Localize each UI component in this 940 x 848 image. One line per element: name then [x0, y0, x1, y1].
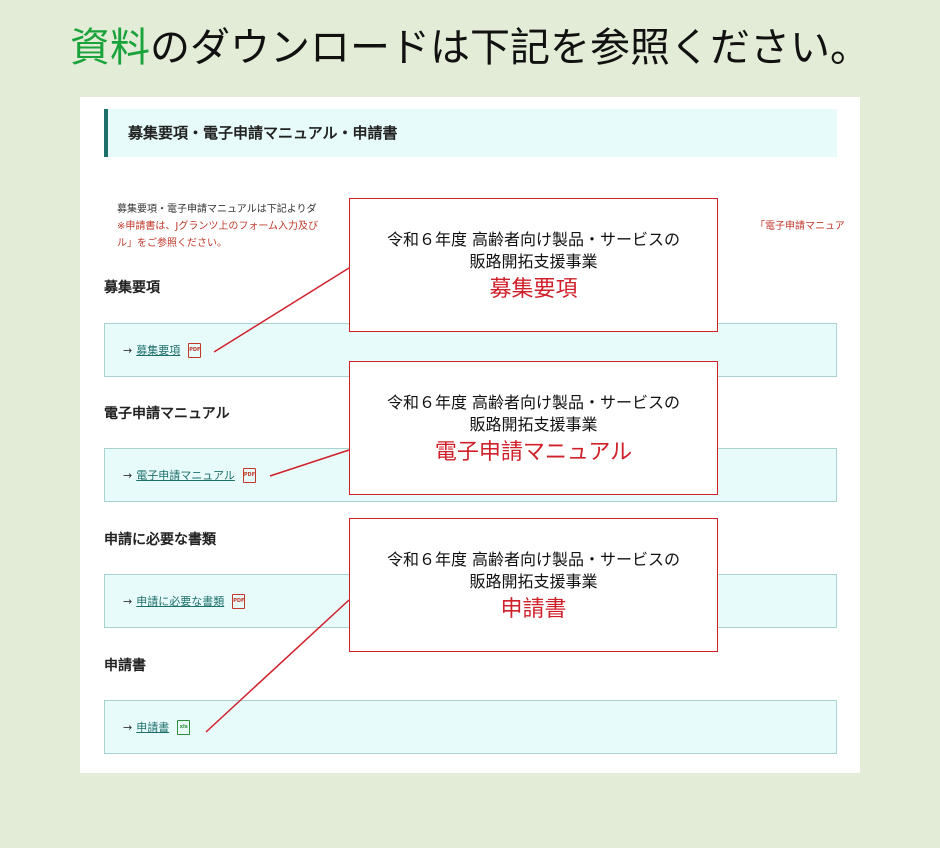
- intro-line-3: ル」をご参照ください。: [117, 238, 227, 249]
- boshu-yoko-link[interactable]: 募集要項: [136, 344, 181, 357]
- section-title: 募集要項・電子申請マニュアル・申請書: [104, 109, 837, 157]
- page-headline: 資料のダウンロードは下記を参照ください。: [0, 22, 940, 74]
- headline-accent: 資料: [70, 25, 150, 71]
- callout-program-name: 令和６年度 高齢者向け製品・サービスの: [386, 393, 681, 412]
- arrow-icon: →: [123, 343, 133, 357]
- callout-denshi-shinsei-manual: 令和６年度 高齢者向け製品・サービスの 販路開拓支援事業 電子申請マニュアル: [349, 361, 718, 495]
- arrow-icon: →: [123, 468, 133, 482]
- connector-line-1: [213, 267, 350, 353]
- intro-line-2-right: 「電子申請マニュア: [755, 221, 845, 232]
- heading-denshi-shinsei-manual: 電子申請マニュアル: [104, 406, 230, 422]
- heading-shinseisho: 申請書: [104, 658, 146, 674]
- callout-program-name: 令和６年度 高齢者向け製品・サービスの: [386, 230, 681, 249]
- link-box-shinseisho: → 申請書 xls: [104, 700, 837, 754]
- intro-line-2: ※申請書は、Jグランツ上のフォーム入力及び: [117, 221, 319, 232]
- callout-doc-title: 申請書: [500, 597, 567, 622]
- pdf-icon[interactable]: PDF: [188, 342, 202, 358]
- arrow-icon: →: [123, 594, 133, 608]
- callout-doc-title: 電子申請マニュアル: [434, 440, 633, 465]
- intro-line-1: 募集要項・電子申請マニュアルは下記よりダ: [117, 204, 317, 215]
- callout-program-subname: 販路開拓支援事業: [469, 415, 598, 434]
- callout-program-subname: 販路開拓支援事業: [469, 572, 598, 591]
- callout-boshu-yoko: 令和６年度 高齢者向け製品・サービスの 販路開拓支援事業 募集要項: [349, 198, 718, 332]
- hitsuyo-shorui-link[interactable]: 申請に必要な書類: [136, 595, 225, 608]
- intro-text: 募集要項・電子申請マニュアルは下記よりダ ※申請書は、Jグランツ上のフォーム入力…: [117, 201, 845, 252]
- link-row: → 申請に必要な書類 PDF: [123, 593, 246, 609]
- link-row: → 電子申請マニュアル PDF: [123, 467, 256, 483]
- heading-boshu-yoko: 募集要項: [104, 280, 160, 296]
- headline-rest: のダウンロードは下記を参照ください。: [150, 25, 870, 71]
- arrow-icon: →: [123, 720, 133, 734]
- callout-shinseisho: 令和６年度 高齢者向け製品・サービスの 販路開拓支援事業 申請書: [349, 518, 718, 652]
- callout-program-name: 令和６年度 高齢者向け製品・サービスの: [386, 550, 681, 569]
- connector-line-3: [205, 599, 350, 733]
- link-row: → 申請書 xls: [123, 719, 191, 735]
- pdf-icon[interactable]: PDF: [242, 467, 256, 483]
- xls-icon[interactable]: xls: [177, 719, 191, 735]
- link-row: → 募集要項 PDF: [123, 342, 202, 358]
- heading-hitsuyo-shorui: 申請に必要な書類: [104, 532, 216, 548]
- callout-program-subname: 販路開拓支援事業: [469, 252, 598, 271]
- connector-line-2: [269, 449, 350, 477]
- shinseisho-link[interactable]: 申請書: [136, 721, 170, 734]
- callout-doc-title: 募集要項: [489, 277, 578, 302]
- denshi-shinsei-manual-link[interactable]: 電子申請マニュアル: [136, 469, 235, 482]
- pdf-icon[interactable]: PDF: [232, 593, 246, 609]
